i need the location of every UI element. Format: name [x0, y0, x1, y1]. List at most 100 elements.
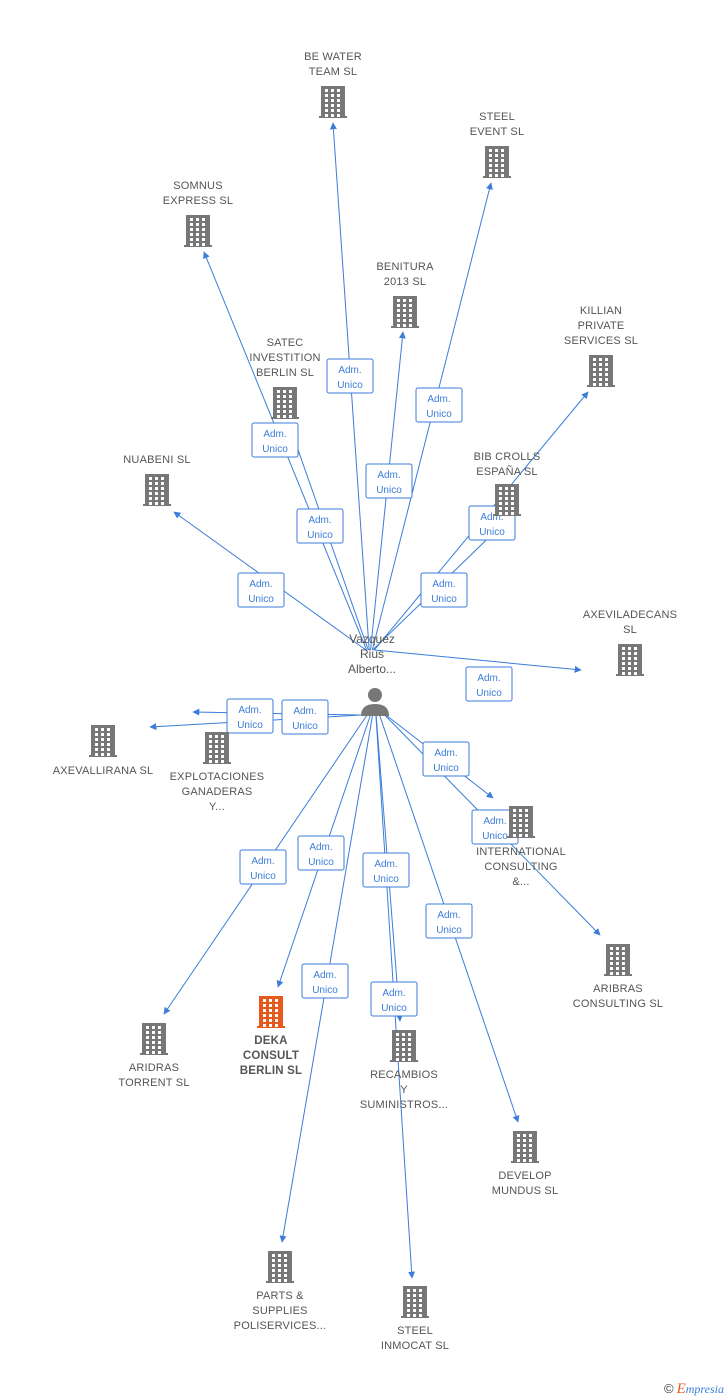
edge-label-steel-inmocat[interactable]: Adm.Unico: [370, 981, 418, 1017]
edge-label-text: Adm.: [437, 910, 460, 921]
building-icon: [616, 644, 644, 676]
company-label-line: SERVICES SL: [564, 335, 638, 347]
company-node-benitura-2013[interactable]: BENITURA 2013 SL: [376, 261, 434, 328]
edge-label-aribras-consulting[interactable]: Adm.Unico: [471, 809, 519, 845]
edge-label-killian-private-services[interactable]: Adm.Unico: [420, 572, 468, 608]
center-label-line: Alberto...: [348, 662, 396, 676]
company-label-line: TORRENT SL: [118, 1077, 189, 1089]
edge-label-benitura-2013[interactable]: Adm.Unico: [365, 463, 413, 499]
company-node-killian-private-services[interactable]: KILLIAN PRIVATE SERVICES SL: [564, 305, 638, 387]
company-label-line: Y...: [209, 801, 225, 813]
edge-label-deka-consult-berlin[interactable]: Adm.Unico: [297, 835, 345, 871]
company-node-parts-supplies-poliservices[interactable]: PARTS &SUPPLIESPOLISERVICES...: [234, 1251, 327, 1332]
building-icon: [493, 484, 521, 516]
company-node-axevallirana[interactable]: AXEVALLIRANA SL: [53, 725, 154, 777]
edge-label-text: Unico: [248, 594, 274, 605]
edge-label-text: Adm.: [480, 512, 503, 523]
company-label-line: EXPLOTACIONES: [170, 771, 265, 783]
edge-label-text: Unico: [337, 380, 363, 391]
edge-label-aridras-torrent[interactable]: Adm.Unico: [239, 849, 287, 885]
edge-label-text: Adm.: [377, 470, 400, 481]
edge-label-nuabeni[interactable]: Adm. Unico: [237, 572, 285, 608]
edge-label-text: Adm.: [308, 515, 331, 526]
copyright-symbol: ©: [664, 1381, 674, 1396]
building-icon: [401, 1286, 429, 1318]
edge-label-develop-mundus[interactable]: Adm.Unico: [425, 903, 473, 939]
company-label-line: PRIVATE: [578, 320, 625, 332]
edge-label-text: Unico: [476, 688, 502, 699]
company-node-international-consulting[interactable]: INTERNATIONAL CONSULTING &...: [476, 806, 566, 888]
company-node-develop-mundus[interactable]: DEVELOP MUNDUS SL: [492, 1131, 559, 1197]
company-label-line: &...: [512, 876, 529, 888]
building-icon: [184, 215, 212, 247]
company-label-line: KILLIAN: [580, 305, 622, 317]
center-label-line: Rius: [360, 647, 384, 661]
company-node-aridras-torrent[interactable]: ARIDRAS TORRENT SL: [118, 1023, 189, 1089]
edge-label-parts-supplies-poliservices[interactable]: Adm.Unico: [301, 963, 349, 999]
company-label-line: BERLIN SL: [240, 1065, 303, 1077]
edge-label-text: Adm.: [427, 394, 450, 405]
edge-label-text: Adm.: [434, 748, 457, 759]
company-label-line: INMOCAT SL: [381, 1340, 449, 1352]
edge-label-axeviladecans[interactable]: Adm. Unico: [465, 666, 513, 702]
company-node-nuabeni[interactable]: NUABENI SL: [123, 454, 191, 506]
company-label-line: POLISERVICES...: [234, 1320, 327, 1332]
brand-logo-text: mpresia: [685, 1382, 724, 1396]
company-node-axeviladecans[interactable]: AXEVILADECANS SL: [583, 609, 677, 676]
edge-label-recambios-y-suministros[interactable]: Adm.Unico: [362, 852, 410, 888]
company-label-line: AXEVILADECANS: [583, 609, 677, 621]
empresia-brand: © Empresia: [664, 1381, 724, 1398]
edge-label-explotaciones-ganaderas[interactable]: Adm.Unico: [281, 699, 329, 735]
building-icon: [604, 944, 632, 976]
company-label-line: BENITURA: [376, 261, 434, 273]
edge-label-steel-event[interactable]: Adm.Unico: [415, 387, 463, 423]
edge-label-satec-investition-berlin[interactable]: Adm.Unico: [251, 422, 299, 458]
building-icon: [203, 732, 231, 764]
edge-label-somnus-express[interactable]: Adm.Unico: [296, 508, 344, 544]
edge-labels-layer: Adm.UnicoAdm.UnicoAdm.UnicoAdm.UnicoAdm.…: [226, 358, 519, 1017]
edge-label-be-water-team[interactable]: Adm.Unico: [326, 358, 374, 394]
company-node-steel-event[interactable]: STEEL EVENT SL: [470, 111, 525, 178]
company-label-line: MUNDUS SL: [492, 1185, 559, 1197]
edge-label-text: Unico: [433, 763, 459, 774]
company-label-line: DEVELOP: [498, 1170, 551, 1182]
building-icon: [587, 355, 615, 387]
company-label-line: CONSULT: [243, 1050, 299, 1062]
company-label-line: SATEC: [267, 337, 304, 349]
edge-label-text: Adm.: [263, 429, 286, 440]
edge-label-text: Unico: [312, 985, 338, 996]
company-label-line: STEEL: [479, 111, 515, 123]
company-node-deka-consult-berlin[interactable]: DEKA CONSULT BERLIN SL: [240, 996, 303, 1077]
company-label-line: BE WATER: [304, 51, 362, 63]
company-label-line: 2013 SL: [384, 276, 426, 288]
company-label-line: PARTS &: [256, 1290, 304, 1302]
company-label-line: EVENT SL: [470, 126, 525, 138]
company-node-explotaciones-ganaderas[interactable]: EXPLOTACIONESGANADERASY...: [170, 732, 265, 813]
edge-label-text: Unico: [250, 871, 276, 882]
company-label-line: CONSULTING: [484, 861, 557, 873]
edge-label-text: Adm.: [293, 706, 316, 717]
edge-label-text: Adm.: [382, 988, 405, 999]
company-node-recambios-y-suministros[interactable]: RECAMBIOSYSUMINISTROS...: [360, 1030, 448, 1111]
edge-label-international-consulting[interactable]: Adm. Unico: [422, 741, 470, 777]
company-label-line: DEKA: [254, 1035, 287, 1047]
company-label-line: ARIDRAS: [129, 1062, 179, 1074]
company-label-line: INTERNATIONAL: [476, 846, 566, 858]
building-icon: [140, 1023, 168, 1055]
brand-logo-e: E: [676, 1381, 686, 1397]
center-person[interactable]: VazquezRiusAlberto...: [348, 632, 396, 716]
edge-label-text: Unico: [482, 831, 508, 842]
company-label-line: SL: [623, 624, 637, 636]
edge-label-text: Adm.: [477, 673, 500, 684]
edge-label-text: Adm.: [249, 579, 272, 590]
edge-label-axevallirana[interactable]: Adm.Unico: [226, 698, 274, 734]
edge-label-text: Unico: [237, 720, 263, 731]
